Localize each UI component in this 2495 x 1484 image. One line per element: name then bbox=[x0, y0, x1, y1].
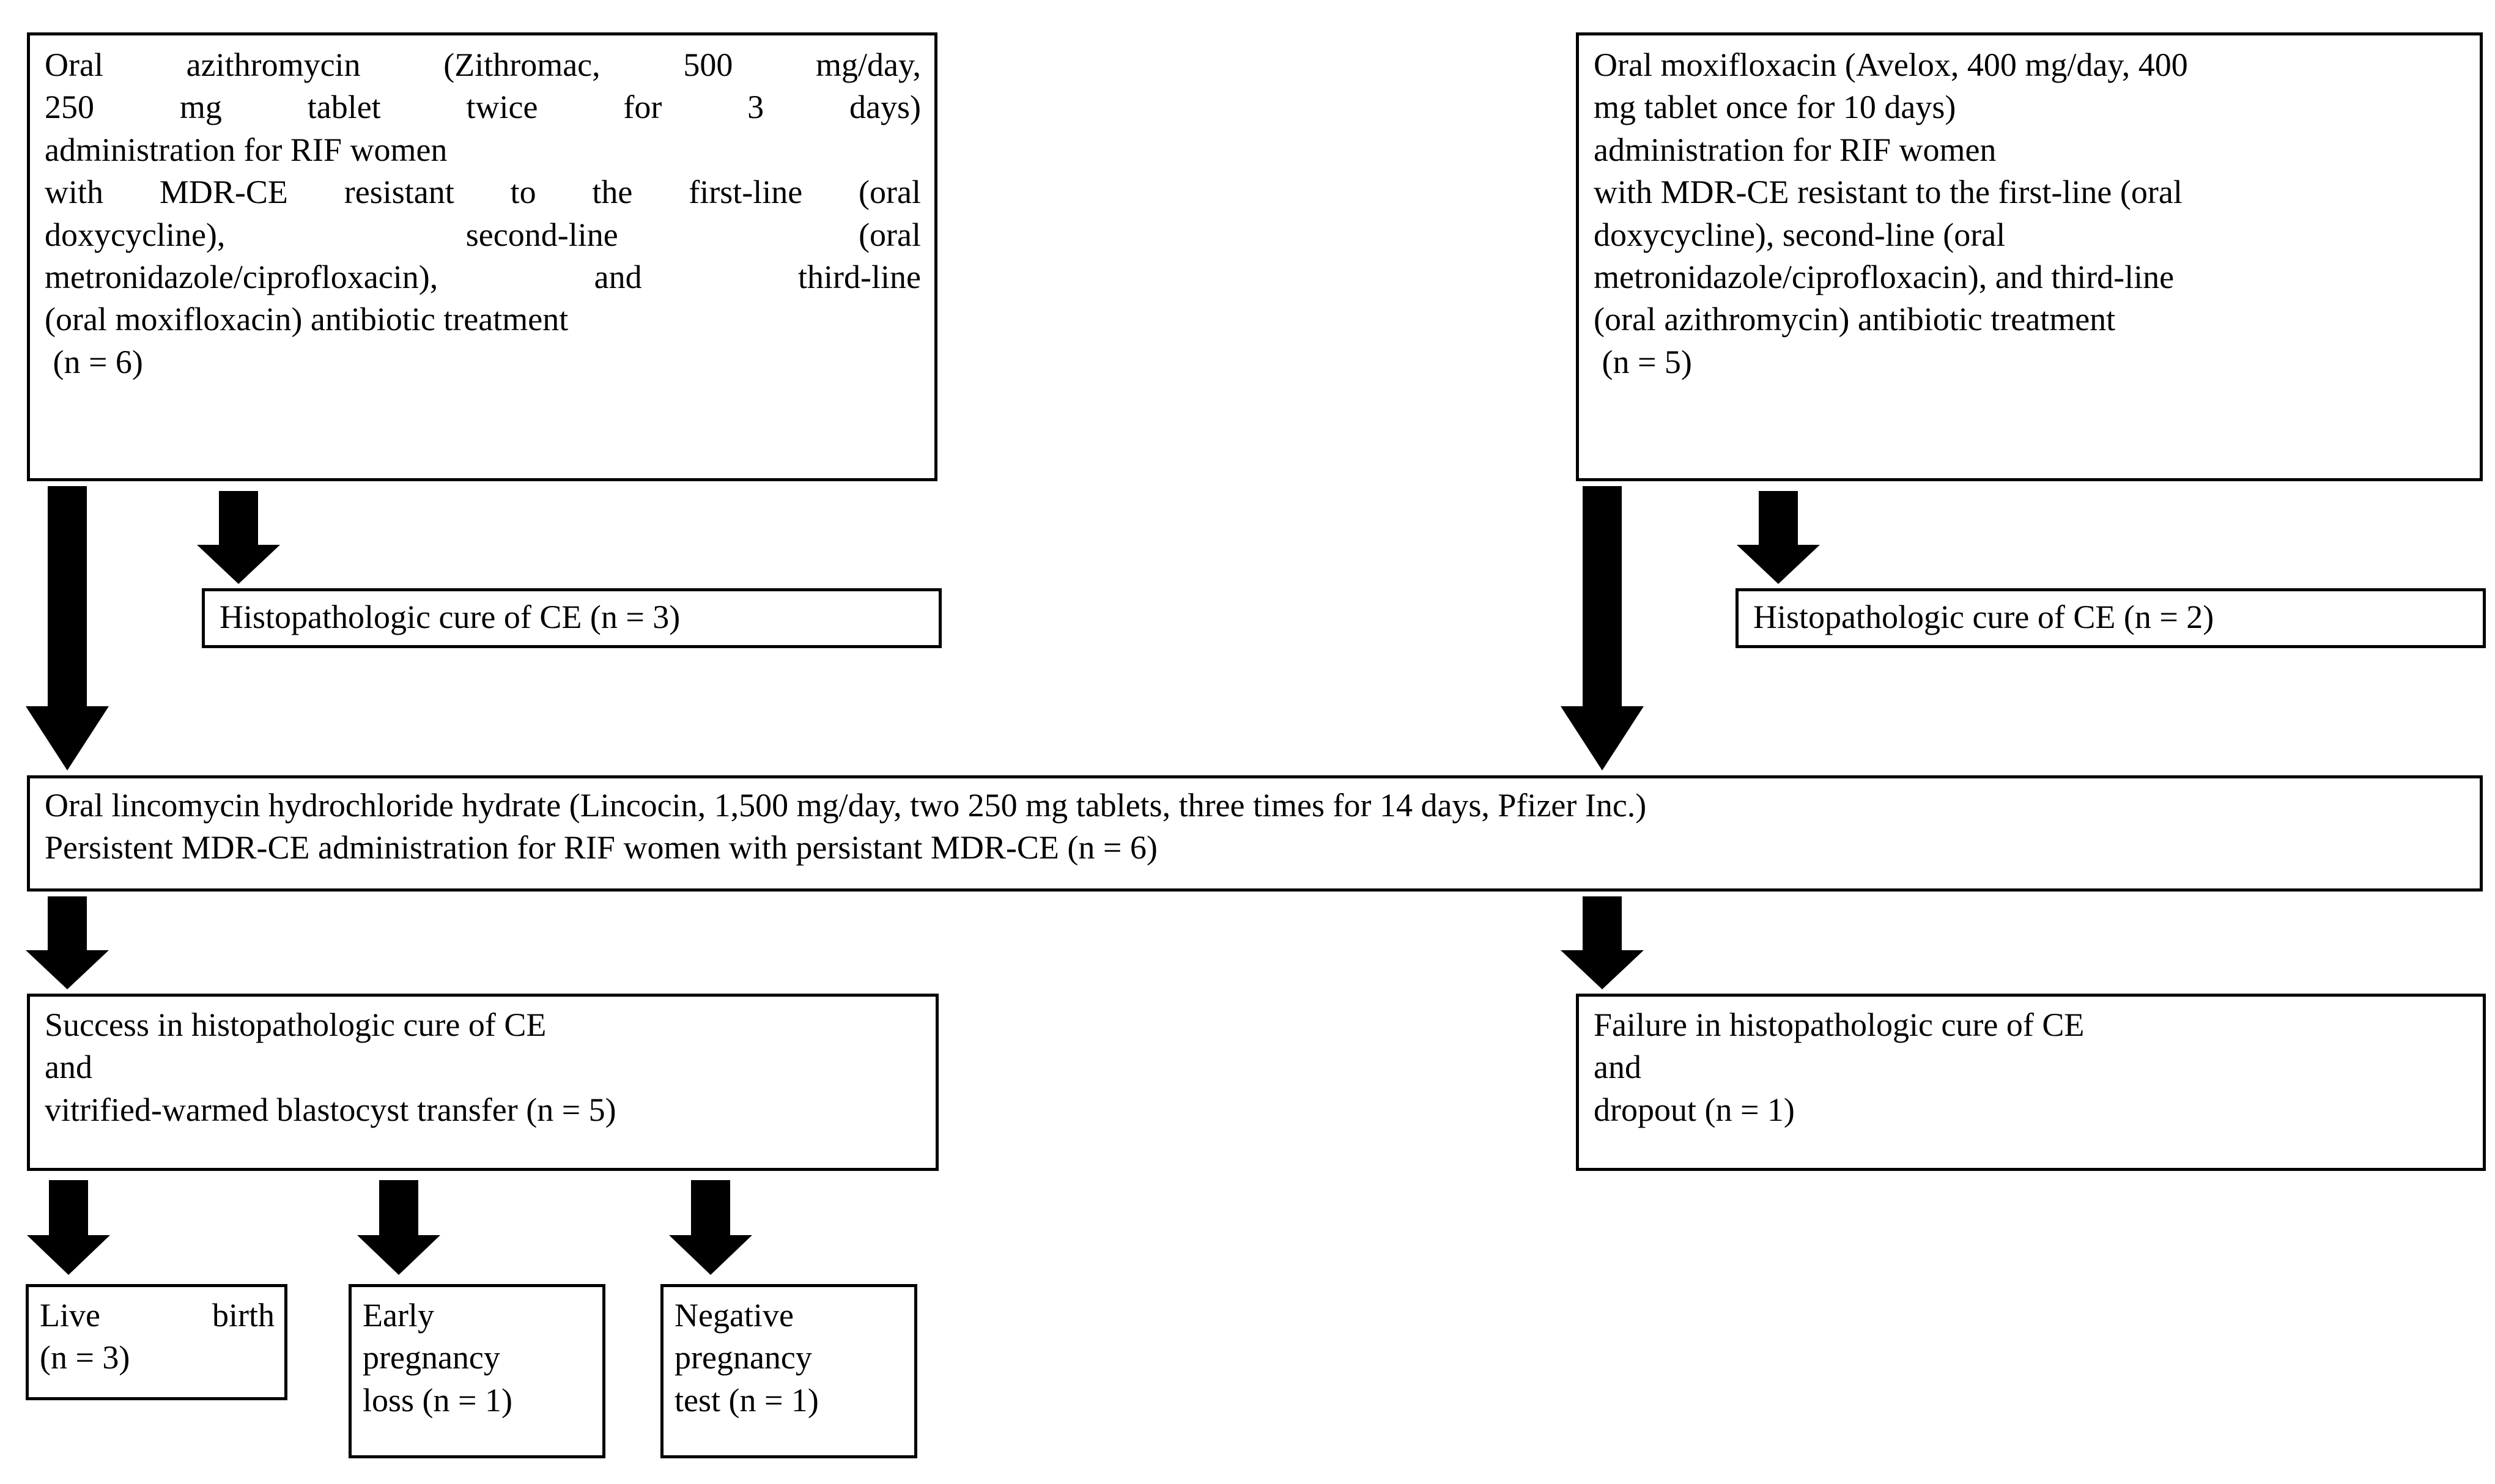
azithromycin-line-3: administration for RIF women bbox=[45, 131, 448, 168]
azithromycin-line-6: metronidazole/ciprofloxacin), and third-… bbox=[45, 258, 921, 295]
lincomycin-line-2: Persistent MDR-CE administration for RIF… bbox=[45, 829, 1158, 866]
arrow-success-to-early-loss bbox=[357, 1180, 440, 1275]
early-loss-line-2: pregnancy bbox=[363, 1339, 500, 1376]
cure-left-label: Histopathologic cure of CE (n = 3) bbox=[220, 599, 681, 635]
failure-line-1: Failure in histopathologic cure of CE bbox=[1594, 1006, 2085, 1043]
azithromycin-line-7: (oral moxifloxacin) antibiotic treatment bbox=[45, 301, 569, 338]
negative-test-line-2: pregnancy bbox=[675, 1339, 812, 1376]
early-loss-line-3: loss (n = 1) bbox=[363, 1381, 512, 1419]
arrow-moxifloxacin-to-lincomycin bbox=[1561, 486, 1644, 770]
arrow-azithromycin-to-lincomycin bbox=[26, 486, 109, 770]
oral-azithromycin-box: Oral azithromycin (Zithromac, 500 mg/day… bbox=[27, 32, 937, 481]
cure-right-label: Histopathologic cure of CE (n = 2) bbox=[1753, 599, 2214, 635]
failure-histopathologic-cure-box: Failure in histopathologic cure of CE an… bbox=[1576, 994, 2486, 1171]
moxifloxacin-line-8: (n = 5) bbox=[1594, 343, 1692, 380]
arrow-azithromycin-to-cure-left bbox=[197, 491, 280, 584]
success-line-2: and bbox=[45, 1049, 92, 1086]
failure-line-2: and bbox=[1594, 1049, 1641, 1086]
moxifloxacin-line-2: mg tablet once for 10 days) bbox=[1594, 89, 1956, 126]
oral-moxifloxacin-box: Oral moxifloxacin (Avelox, 400 mg/day, 4… bbox=[1576, 32, 2483, 481]
azithromycin-line-5: doxycycline), second-line (oral bbox=[45, 216, 921, 253]
live-birth-line-1: Live birth bbox=[40, 1297, 275, 1334]
azithromycin-line-4: with MDR-CE resistant to the first-line … bbox=[45, 174, 921, 211]
live-birth-line-2: (n = 3) bbox=[40, 1339, 130, 1376]
azithromycin-line-2: 250 mg tablet twice for 3 days) bbox=[45, 89, 921, 126]
early-loss-line-1: Early bbox=[363, 1297, 434, 1334]
success-histopathologic-cure-box: Success in histopathologic cure of CE an… bbox=[27, 994, 939, 1171]
early-pregnancy-loss-box: Early pregnancy loss (n = 1) bbox=[349, 1284, 605, 1458]
moxifloxacin-line-6: metronidazole/ciprofloxacin), and third-… bbox=[1594, 258, 2175, 295]
live-birth-box: Live birth (n = 3) bbox=[26, 1284, 287, 1400]
histopathologic-cure-right-box: Histopathologic cure of CE (n = 2) bbox=[1735, 588, 2486, 648]
negative-pregnancy-test-box: Negative pregnancy test (n = 1) bbox=[660, 1284, 917, 1458]
arrow-success-to-live-birth bbox=[27, 1180, 110, 1275]
success-line-3: vitrified-warmed blastocyst transfer (n … bbox=[45, 1091, 616, 1128]
moxifloxacin-line-5: doxycycline), second-line (oral bbox=[1594, 216, 2006, 253]
lincomycin-line-1: Oral lincomycin hydrochloride hydrate (L… bbox=[45, 787, 1647, 824]
azithromycin-line-1: Oral azithromycin (Zithromac, 500 mg/day… bbox=[45, 46, 921, 83]
arrow-lincomycin-to-failure bbox=[1561, 896, 1644, 989]
arrow-success-to-negative-test bbox=[669, 1180, 752, 1275]
moxifloxacin-line-4: with MDR-CE resistant to the first-line … bbox=[1594, 174, 2183, 211]
moxifloxacin-line-7: (oral azithromycin) antibiotic treatment bbox=[1594, 301, 2116, 338]
failure-line-3: dropout (n = 1) bbox=[1594, 1091, 1795, 1128]
negative-test-line-3: test (n = 1) bbox=[675, 1381, 819, 1419]
arrow-moxifloxacin-to-cure-right bbox=[1737, 491, 1820, 584]
azithromycin-line-8: (n = 6) bbox=[45, 343, 143, 380]
moxifloxacin-line-1: Oral moxifloxacin (Avelox, 400 mg/day, 4… bbox=[1594, 46, 2188, 83]
moxifloxacin-line-3: administration for RIF women bbox=[1594, 131, 1997, 168]
oral-lincomycin-box: Oral lincomycin hydrochloride hydrate (L… bbox=[27, 775, 2483, 892]
arrow-lincomycin-to-success bbox=[26, 896, 109, 989]
histopathologic-cure-left-box: Histopathologic cure of CE (n = 3) bbox=[202, 588, 942, 648]
negative-test-line-1: Negative bbox=[675, 1297, 794, 1334]
success-line-1: Success in histopathologic cure of CE bbox=[45, 1006, 547, 1043]
